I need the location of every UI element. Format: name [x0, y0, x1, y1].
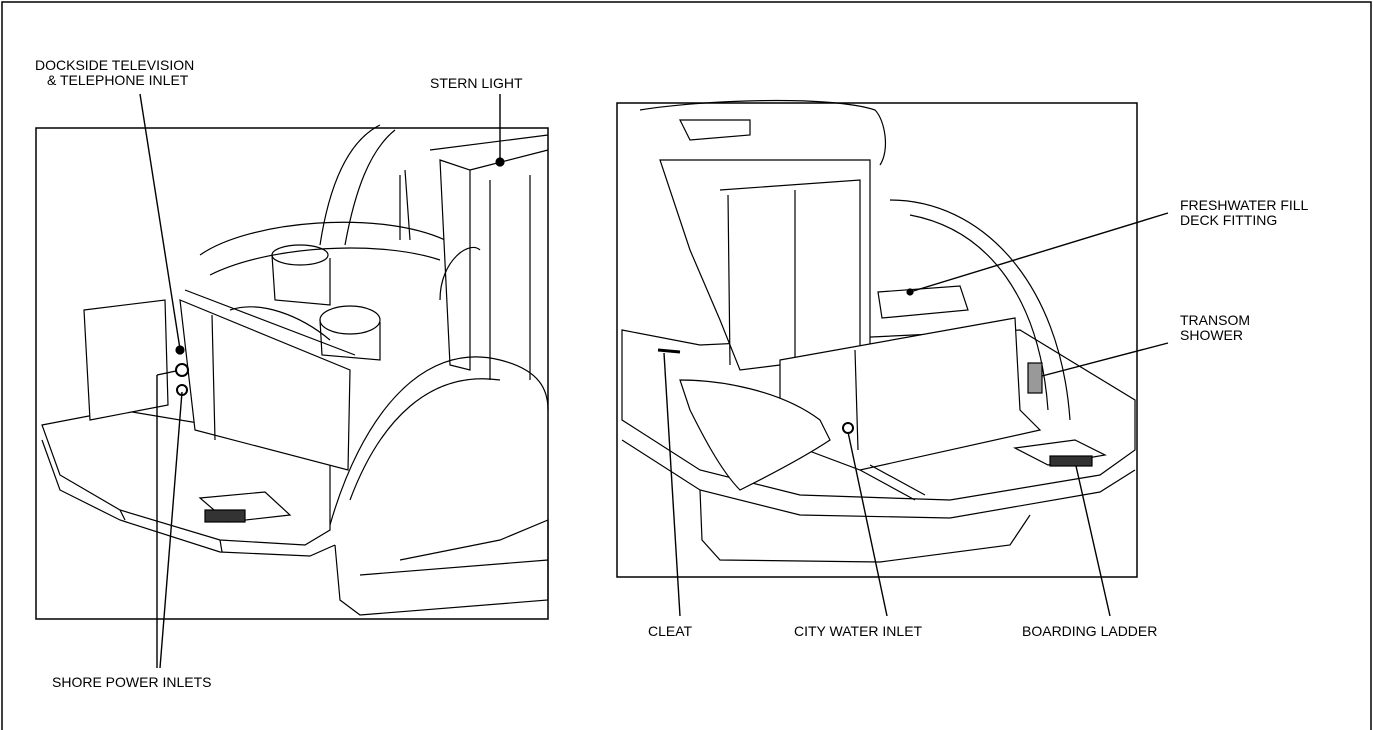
left-stern-view [35, 124, 549, 620]
right-view-frame [616, 102, 1138, 578]
label-dockside-tv-line2: & TELEPHONE INLET [47, 72, 189, 88]
right-stern-view [616, 99, 1138, 578]
right-leader-lines [663, 212, 1169, 617]
label-boarding-ladder: BOARDING LADDER [1022, 623, 1158, 639]
left-view-frame [35, 127, 549, 620]
label-shore-power-inlets: SHORE POWER INLETS [52, 674, 212, 690]
label-cleat: CLEAT [648, 623, 693, 639]
label-freshwater-fill-line1: FRESHWATER FILL [1180, 197, 1309, 213]
label-city-water-inlet: CITY WATER INLET [794, 623, 923, 639]
label-transom-shower-line2: SHOWER [1180, 327, 1243, 343]
label-transom-shower-line1: TRANSOM [1180, 312, 1250, 328]
label-dockside-tv-line1: DOCKSIDE TELEVISION [35, 57, 195, 73]
left-leader-lines [139, 93, 501, 669]
label-freshwater-fill-line2: DECK FITTING [1180, 212, 1278, 228]
label-stern-light: STERN LIGHT [430, 75, 523, 91]
